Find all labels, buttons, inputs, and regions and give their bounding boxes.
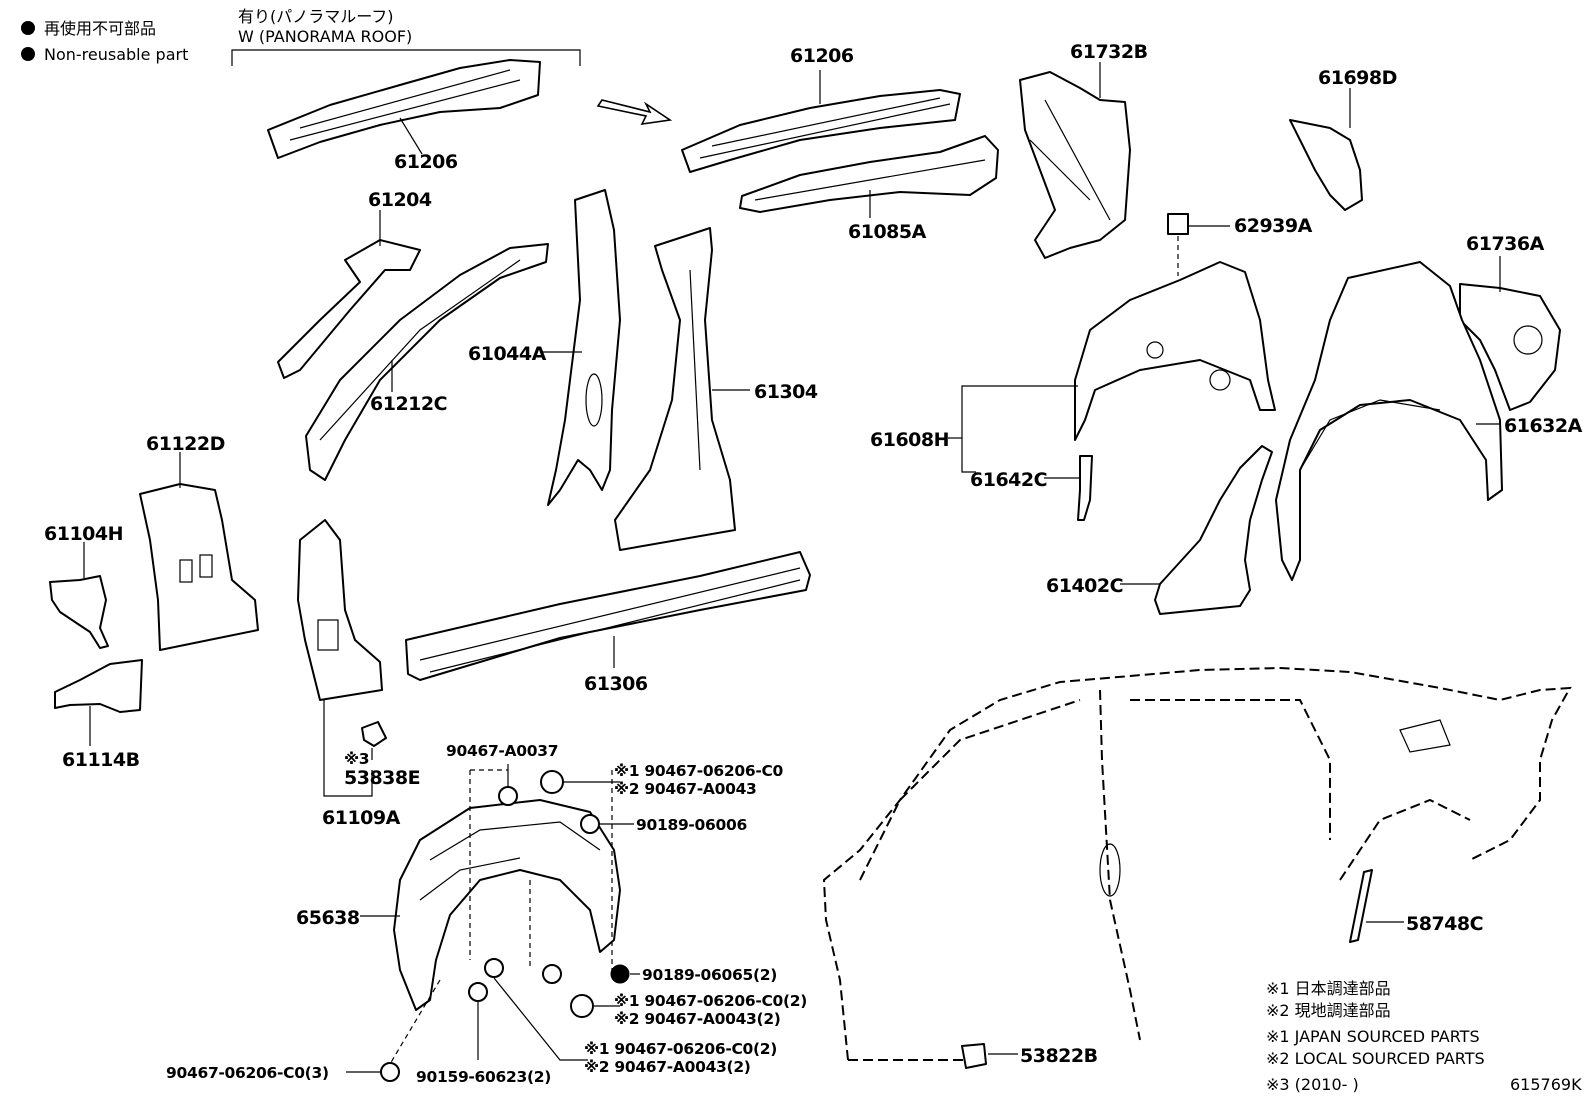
label-62939a[interactable]: 62939A	[1234, 215, 1313, 237]
label-53822b[interactable]: 53822B	[1020, 1045, 1098, 1067]
label-61736a[interactable]: 61736A	[1466, 233, 1545, 255]
label-61304[interactable]: 61304	[754, 381, 818, 403]
fastener-labels: 90467-A0037 ※1 90467-06206-C0 ※2 90467-A…	[166, 742, 807, 1086]
nonreusable-bullet-icon	[21, 47, 35, 61]
note-1-jp: ※1 日本調達部品	[1266, 979, 1391, 998]
part-53838e	[361, 721, 387, 760]
part-61632a	[1275, 261, 1503, 581]
legend-nonreusable-jp: 再使用不可部品	[44, 19, 156, 38]
footnotes: ※1 日本調達部品 ※2 現地調達部品 ※1 JAPAN SOURCED PAR…	[1266, 979, 1582, 1094]
part-61642c	[1044, 455, 1093, 521]
part-61402c	[1120, 445, 1273, 615]
label-61698d[interactable]: 61698D	[1318, 67, 1397, 89]
clip-icon	[542, 964, 562, 984]
label-90467-06206-c0-bottom[interactable]: ※1 90467-06206-C0(2)	[584, 1040, 777, 1058]
part-61306	[405, 551, 811, 681]
fasteners	[346, 764, 640, 1082]
part-61608h	[948, 261, 1276, 473]
nut-icon	[540, 770, 564, 794]
bolt-icon	[468, 982, 488, 1002]
part-62939a	[1167, 213, 1230, 276]
label-61204[interactable]: 61204	[368, 189, 432, 211]
part-61109a	[297, 519, 383, 797]
part-61104h	[49, 542, 109, 649]
label-90467-06206-c0-mid[interactable]: ※1 90467-06206-C0(2)	[614, 992, 807, 1010]
nut-icon	[484, 958, 504, 978]
label-90189-06006[interactable]: 90189-06006	[636, 816, 747, 834]
label-90467-06206-c0-top[interactable]: ※1 90467-06206-C0	[614, 762, 784, 780]
part-61212c	[305, 243, 549, 481]
label-90467-a0043-bottom[interactable]: ※2 90467-A0043(2)	[584, 1058, 751, 1076]
arrow-icon	[596, 99, 673, 126]
panorama-label-en: W (PANORAMA ROOF)	[238, 27, 412, 46]
note-2-en: ※2 LOCAL SOURCED PARTS	[1266, 1049, 1485, 1068]
label-61206[interactable]: 61206	[790, 45, 854, 67]
label-61212c[interactable]: 61212C	[370, 393, 448, 415]
part-61304	[614, 227, 750, 551]
panorama-roof-group: 有り(パノラマルーフ) W (PANORAMA ROOF)	[231, 7, 581, 66]
label-90159-60623[interactable]: 90159-60623(2)	[416, 1068, 551, 1086]
part-labels: 61206 61206 61732B 61698D 61204 61085A 6…	[44, 41, 1583, 1067]
nut-icon	[570, 994, 594, 1018]
nonreusable-bullet-icon	[21, 21, 35, 35]
label-61732b[interactable]: 61732B	[1070, 41, 1148, 63]
nonreusable-clip-icon	[610, 964, 630, 984]
note-2-jp: ※2 現地調達部品	[1266, 1001, 1391, 1020]
panorama-label-jp: 有り(パノラマルーフ)	[238, 7, 394, 26]
label-61608h[interactable]: 61608H	[870, 429, 950, 451]
part-61736a	[1459, 256, 1561, 411]
legend-nonreusable-en: Non-reusable part	[44, 45, 188, 64]
nut-icon	[380, 1062, 400, 1082]
part-61698d	[1289, 88, 1363, 211]
label-61044a[interactable]: 61044A	[468, 343, 547, 365]
part-61206	[681, 70, 961, 173]
part-65638	[360, 799, 621, 1011]
label-58748c[interactable]: 58748C	[1406, 913, 1484, 935]
label-61642c[interactable]: 61642C	[970, 469, 1048, 491]
label-61114b[interactable]: 61114B	[62, 749, 140, 771]
part-61122d	[139, 452, 259, 651]
label-61632a[interactable]: 61632A	[1504, 415, 1583, 437]
label-90467-a0043-mid[interactable]: ※2 90467-A0043(2)	[614, 1010, 781, 1028]
part-61044a	[540, 189, 621, 506]
part-61204	[277, 210, 421, 379]
clip-icon	[580, 814, 600, 834]
body-outline	[822, 666, 1572, 1061]
clip-icon	[498, 786, 518, 806]
label-53838e[interactable]: 53838E	[344, 767, 421, 789]
label-90467-a0043-top[interactable]: ※2 90467-A0043	[614, 780, 757, 798]
part-61114b	[54, 659, 143, 746]
label-61206-panorama[interactable]: 61206	[394, 151, 458, 173]
legend: 再使用不可部品 Non-reusable part	[21, 19, 188, 64]
label-61306[interactable]: 61306	[584, 673, 648, 695]
label-65638[interactable]: 65638	[296, 907, 360, 929]
label-61402c[interactable]: 61402C	[1046, 575, 1124, 597]
label-90189-06065[interactable]: 90189-06065(2)	[642, 966, 777, 984]
label-61109a[interactable]: 61109A	[322, 807, 401, 829]
part-58748c	[1349, 869, 1404, 943]
part-61206-panorama	[267, 59, 541, 159]
part-53822b	[961, 1043, 1018, 1069]
note-3: ※3 (2010- )	[1266, 1075, 1359, 1094]
panorama-bracket	[231, 49, 581, 66]
diagram-id: 615769K	[1510, 1075, 1582, 1094]
note-1-en: ※1 JAPAN SOURCED PARTS	[1266, 1027, 1480, 1046]
label-61085a[interactable]: 61085A	[848, 221, 927, 243]
part-61085a	[739, 135, 999, 218]
label-90467-a0037[interactable]: 90467-A0037	[446, 742, 559, 760]
label-61122d[interactable]: 61122D	[146, 433, 225, 455]
part-61732b	[1019, 62, 1131, 259]
label-53838e-mark: ※3	[344, 750, 369, 768]
label-90467-06206-c0-3[interactable]: 90467-06206-C0(3)	[166, 1064, 329, 1082]
label-61104h[interactable]: 61104H	[44, 523, 124, 545]
